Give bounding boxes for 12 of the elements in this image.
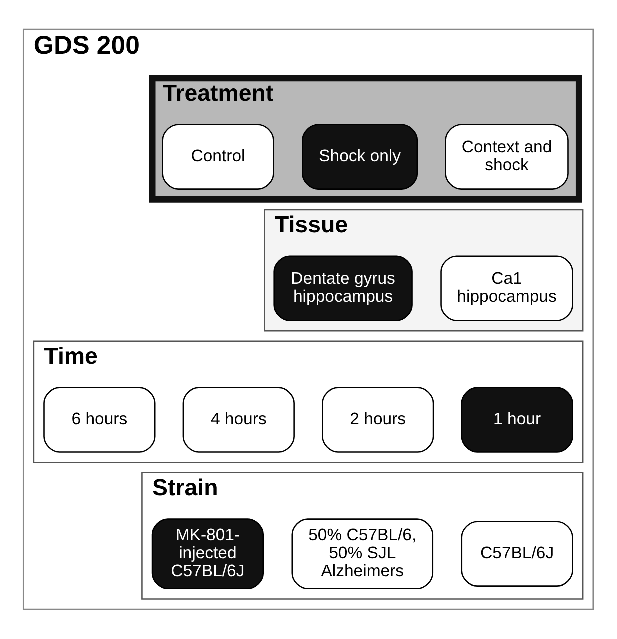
node-box: Control — [162, 124, 274, 190]
node-box: 2 hours — [322, 387, 434, 453]
node-box: Context and shock — [445, 124, 569, 190]
node-box: 4 hours — [182, 387, 295, 453]
node-box: Shock only — [302, 124, 418, 190]
node-box: C57BL/6J — [461, 521, 574, 587]
node-box: Ca1 hippocampus — [440, 256, 574, 322]
node-box: Dentate gyrus hippocampus — [274, 256, 413, 322]
node-box: 6 hours — [44, 387, 156, 453]
node-box: 1 hour — [461, 387, 574, 453]
node-box: 50% C57BL/6, 50% SJL Alzheimers — [292, 518, 434, 590]
node-box: MK-801-injected C57BL/6J — [152, 518, 264, 590]
